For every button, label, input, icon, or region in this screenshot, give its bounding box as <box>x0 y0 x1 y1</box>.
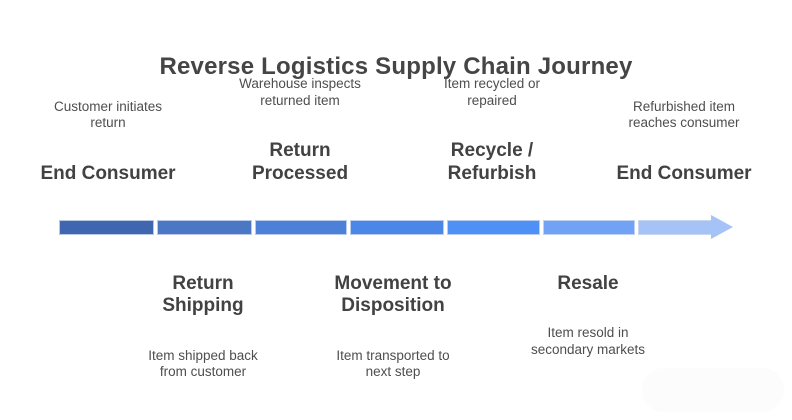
step-label: Recycle / Refurbish <box>447 140 537 184</box>
timeline-segment-4 <box>350 220 444 235</box>
arrowhead-icon <box>711 215 733 239</box>
step-return-shipping: Return Shipping Item shipped back from c… <box>118 255 288 399</box>
step-return-processed: Warehouse inspects returned item Return … <box>220 58 380 203</box>
step-recycle-refurbish: Item recycled or repaired Recycle / Refu… <box>412 58 572 203</box>
timeline-segment-6 <box>543 220 635 235</box>
step-label: Resale <box>557 273 619 294</box>
timeline-segment-1 <box>59 220 154 235</box>
timeline-segment-2 <box>157 220 252 235</box>
step-description: Item resold in secondary markets <box>530 325 646 357</box>
watermark-blob <box>642 368 784 412</box>
step-description: Warehouse inspects returned item <box>239 76 361 108</box>
step-resale: Resale Item resold in secondary markets <box>503 255 673 376</box>
step-description: Item shipped back from customer <box>148 347 258 380</box>
step-description: Item recycled or repaired <box>443 76 541 108</box>
step-description: Customer initiates return <box>53 98 163 131</box>
step-movement-to-disposition: Movement to Disposition Item transported… <box>308 255 478 399</box>
timeline-segment-3 <box>255 220 347 235</box>
step-description: Item transported to next step <box>336 347 450 380</box>
step-end-consumer-start: Customer initiates return End Consumer <box>28 81 188 203</box>
step-label: Movement to Disposition <box>334 273 452 317</box>
step-label: Return Processed <box>251 140 349 184</box>
step-end-consumer-end: Refurbished item reaches consumer End Co… <box>604 81 764 203</box>
step-label: Return Shipping <box>162 273 244 317</box>
timeline-segment-5 <box>447 220 540 235</box>
step-description: Refurbished item reaches consumer <box>628 98 740 131</box>
timeline-segment-7 <box>638 220 712 235</box>
step-label: End Consumer <box>616 162 752 184</box>
diagram-title: Reverse Logistics Supply Chain Journey <box>159 53 633 80</box>
step-label: End Consumer <box>40 162 176 184</box>
